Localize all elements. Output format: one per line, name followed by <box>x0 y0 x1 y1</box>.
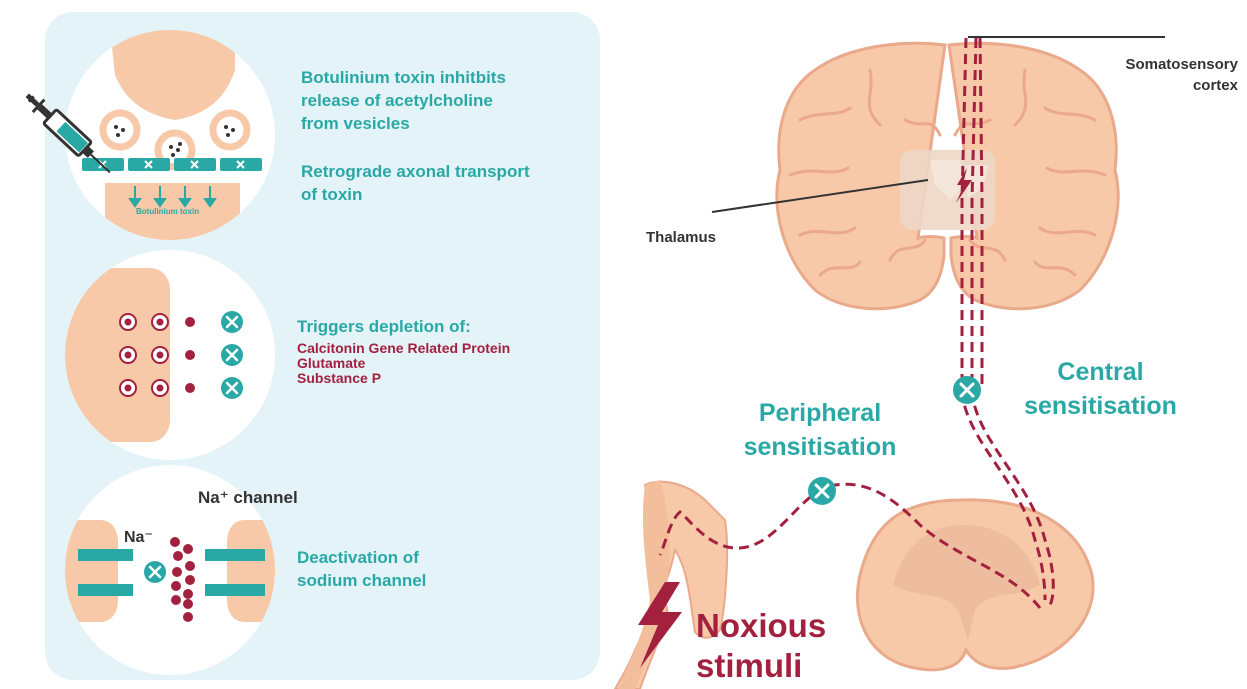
noxious-label-line-1: Noxious <box>696 606 826 646</box>
deactivation-text: Deactivation of sodium channel <box>297 546 426 592</box>
block-icons <box>221 311 243 399</box>
deactivation-line-1: Deactivation of <box>297 546 426 569</box>
depletion-item: Calcitonin Gene Related Protein <box>297 341 510 356</box>
central-sensitisation-label: Central sensitisation <box>1008 355 1193 423</box>
thalamus-label: Thalamus <box>646 229 716 246</box>
transport-text-line-1: Retrograde axonal transport <box>301 160 530 183</box>
depletion-list: Calcitonin Gene Related Protein Glutamat… <box>297 341 510 386</box>
depletion-item: Substance P <box>297 371 510 386</box>
toxin-mechanism-text: Botulinium toxin inhitbits release of ac… <box>301 66 506 135</box>
brain-illustration <box>777 43 1118 308</box>
central-block-icon <box>953 376 981 404</box>
noxious-stimuli-label: Noxious stimuli <box>696 606 826 686</box>
peripheral-label-line-1: Peripheral <box>720 396 920 430</box>
toxin-label: Botulinium toxin <box>136 207 199 216</box>
retrograde-transport-text: Retrograde axonal transport of toxin <box>301 160 530 206</box>
toxin-text-line-2: release of acetylcholine <box>301 89 506 112</box>
transport-text-line-2: of toxin <box>301 183 530 206</box>
central-label-line-2: sensitisation <box>1008 389 1193 423</box>
spinal-cord-illustration <box>857 500 1093 670</box>
central-label-line-1: Central <box>1008 355 1193 389</box>
cortex-label-line-1: Somatosensory <box>1118 54 1238 75</box>
depletion-heading: Triggers depletion of: <box>297 315 471 338</box>
peripheral-label-line-2: sensitisation <box>720 430 920 464</box>
ion-label: Na⁻ <box>124 527 153 547</box>
toxin-text-line-1: Botulinium toxin inhitbits <box>301 66 506 89</box>
cortex-label: Somatosensory cortex <box>1118 54 1238 96</box>
deactivation-line-2: sodium channel <box>297 569 426 592</box>
cortex-label-line-2: cortex <box>1118 75 1238 96</box>
depletion-item: Glutamate <box>297 356 510 371</box>
peripheral-sensitisation-label: Peripheral sensitisation <box>720 396 920 464</box>
noxious-label-line-2: stimuli <box>696 646 826 686</box>
peripheral-block-icon <box>808 477 836 505</box>
toxin-text-line-3: from vesicles <box>301 112 506 135</box>
channel-label: Na⁺ channel <box>198 488 298 508</box>
